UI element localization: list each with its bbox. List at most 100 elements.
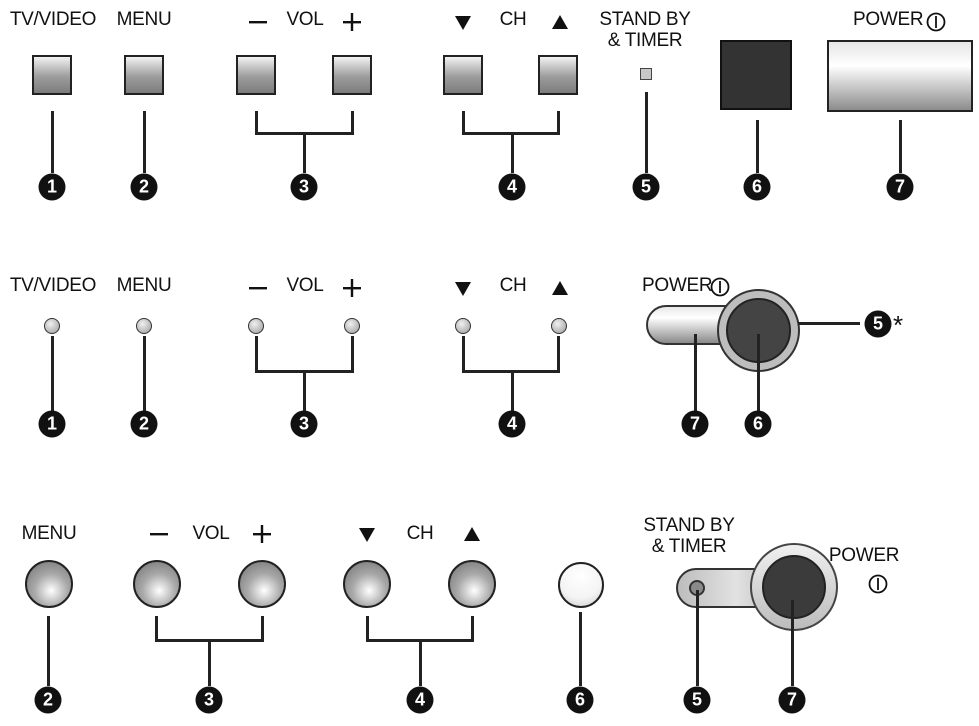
callout-number: 1 bbox=[38, 173, 66, 201]
power-button[interactable] bbox=[827, 40, 973, 112]
ch-up-button[interactable] bbox=[538, 55, 578, 95]
tv-video-button[interactable] bbox=[44, 318, 60, 334]
triangle-down-icon bbox=[452, 277, 474, 299]
callout-number: 2 bbox=[130, 410, 158, 438]
bracket-line bbox=[155, 616, 158, 642]
vol-down-button[interactable] bbox=[133, 560, 181, 608]
callout-number: 1 bbox=[38, 410, 66, 438]
ch-down-button[interactable] bbox=[455, 318, 471, 334]
leader-line bbox=[791, 600, 794, 686]
power-icon bbox=[709, 276, 731, 298]
bracket-line bbox=[471, 616, 474, 642]
callout-number: 3 bbox=[290, 410, 318, 438]
label-menu: MENU bbox=[116, 9, 172, 30]
leader-line bbox=[579, 612, 582, 686]
plus-icon bbox=[341, 11, 363, 33]
ch-up-button[interactable] bbox=[551, 318, 567, 334]
leader-line bbox=[798, 322, 860, 325]
leader-line bbox=[511, 132, 514, 173]
callout-number: 5 bbox=[864, 310, 892, 338]
leader-line bbox=[756, 120, 759, 173]
label-ch: CH bbox=[406, 523, 434, 544]
callout-number: 7 bbox=[681, 410, 709, 438]
ch-down-button[interactable] bbox=[443, 55, 483, 95]
triangle-down-icon bbox=[452, 11, 474, 33]
bracket-line bbox=[557, 111, 560, 135]
callout-number: 7 bbox=[886, 173, 914, 201]
bracket-line bbox=[255, 111, 258, 135]
label-standby-line1: STAND BY bbox=[599, 9, 691, 30]
label-standby-timer: STAND BY& TIMER bbox=[643, 515, 735, 557]
label-menu: MENU bbox=[21, 523, 77, 544]
callout-number: 7 bbox=[778, 686, 806, 714]
bracket-line bbox=[351, 336, 354, 373]
leader-line bbox=[511, 370, 514, 420]
label-tv-video: TV/VIDEO bbox=[9, 275, 97, 296]
vol-up-button[interactable] bbox=[344, 318, 360, 334]
remote-sensor bbox=[558, 562, 604, 608]
leader-line bbox=[303, 370, 306, 420]
leader-line bbox=[694, 334, 697, 420]
label-standby-line2: & TIMER bbox=[651, 536, 727, 557]
leader-line bbox=[208, 639, 211, 686]
asterisk-mark: * bbox=[893, 310, 903, 340]
tv-video-button[interactable] bbox=[32, 55, 72, 95]
bracket-line bbox=[557, 336, 560, 373]
vol-down-button[interactable] bbox=[236, 55, 276, 95]
label-tv-video: TV/VIDEO bbox=[9, 9, 97, 30]
callout-number: 3 bbox=[195, 686, 223, 714]
leader-line bbox=[51, 336, 54, 420]
triangle-up-icon bbox=[461, 523, 483, 545]
callout-number: 2 bbox=[34, 686, 62, 714]
callout-number: 2 bbox=[130, 173, 158, 201]
bracket-line bbox=[261, 616, 264, 642]
bracket-line bbox=[351, 111, 354, 135]
menu-button[interactable] bbox=[124, 55, 164, 95]
leader-line bbox=[419, 639, 422, 686]
minus-icon bbox=[247, 11, 269, 33]
minus-icon bbox=[247, 277, 269, 299]
leader-line bbox=[303, 132, 306, 173]
bracket-line bbox=[366, 616, 369, 642]
power-icon bbox=[867, 573, 889, 595]
label-power: POWER bbox=[642, 275, 713, 296]
callout-number: 4 bbox=[406, 686, 434, 714]
power-icon bbox=[925, 11, 947, 33]
leader-line bbox=[696, 590, 699, 686]
minus-icon bbox=[148, 523, 170, 545]
label-ch: CH bbox=[499, 275, 527, 296]
bracket-line bbox=[462, 111, 465, 135]
vol-up-button[interactable] bbox=[332, 55, 372, 95]
callout-number: 6 bbox=[744, 410, 772, 438]
leader-line bbox=[645, 92, 648, 173]
label-menu: MENU bbox=[116, 275, 172, 296]
label-vol: VOL bbox=[192, 523, 230, 544]
leader-line bbox=[51, 111, 54, 173]
power-button[interactable] bbox=[762, 555, 826, 619]
bracket-line bbox=[255, 336, 258, 373]
triangle-down-icon bbox=[356, 523, 378, 545]
callout-number: 5 bbox=[683, 686, 711, 714]
callout-number: 3 bbox=[290, 173, 318, 201]
menu-button[interactable] bbox=[25, 560, 73, 608]
ch-up-button[interactable] bbox=[448, 560, 496, 608]
vol-down-button[interactable] bbox=[248, 318, 264, 334]
plus-icon bbox=[341, 277, 363, 299]
label-power: POWER bbox=[853, 9, 924, 30]
vol-up-button[interactable] bbox=[238, 560, 286, 608]
label-vol: VOL bbox=[286, 9, 324, 30]
label-ch: CH bbox=[499, 9, 527, 30]
plus-icon bbox=[251, 523, 273, 545]
leader-line bbox=[143, 111, 146, 173]
leader-line bbox=[47, 616, 50, 686]
ch-down-button[interactable] bbox=[343, 560, 391, 608]
label-standby-timer: STAND BY& TIMER bbox=[599, 9, 691, 51]
remote-sensor bbox=[720, 40, 792, 110]
callout-number: 6 bbox=[743, 173, 771, 201]
menu-button[interactable] bbox=[136, 318, 152, 334]
triangle-up-icon bbox=[549, 11, 571, 33]
leader-line bbox=[899, 120, 902, 173]
callout-number: 4 bbox=[498, 173, 526, 201]
callout-number: 4 bbox=[498, 410, 526, 438]
leader-line bbox=[143, 336, 146, 420]
